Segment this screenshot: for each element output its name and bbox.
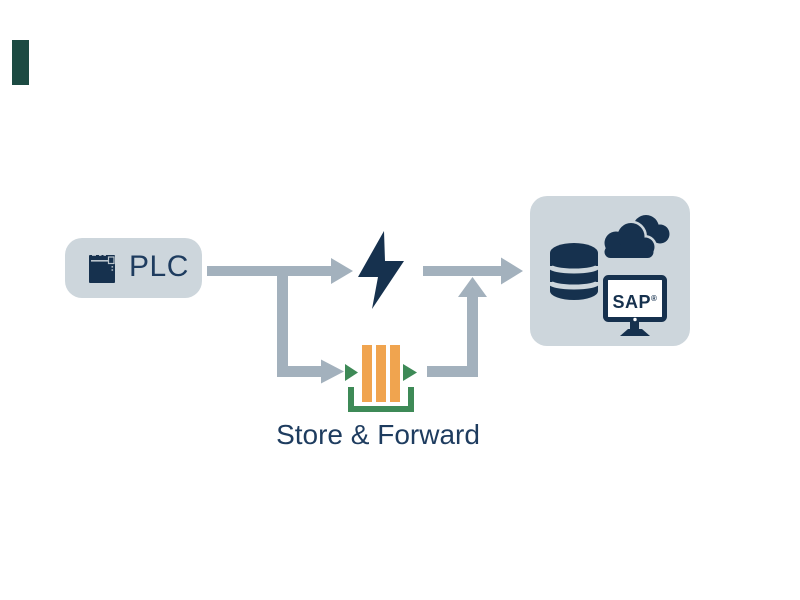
out-triangle-icon (403, 364, 417, 381)
plc-node: PLC (65, 238, 202, 298)
corner-decoration (12, 40, 29, 85)
buffer-tray-icon (348, 387, 414, 412)
buffer-bars-icon (362, 345, 400, 402)
arrow-plc-to-bolt (207, 258, 353, 284)
cloud-icon (602, 215, 670, 261)
registered-mark: ® (651, 294, 658, 303)
plc-device-icon (88, 251, 118, 285)
arrow-bolt-to-destination (423, 257, 523, 285)
database-icon (547, 243, 601, 300)
arrow-store-to-main (427, 277, 487, 377)
arrow-branch-to-store (277, 276, 344, 384)
store-forward-label: Store & Forward (276, 419, 480, 450)
lightning-bolt-icon (358, 231, 404, 309)
sap-monitor-icon (603, 275, 667, 336)
store-forward-icon (345, 345, 417, 412)
in-triangle-icon (345, 364, 358, 381)
sap-screen-label: SAP® (612, 292, 658, 312)
plc-node-label: PLC (129, 250, 189, 283)
